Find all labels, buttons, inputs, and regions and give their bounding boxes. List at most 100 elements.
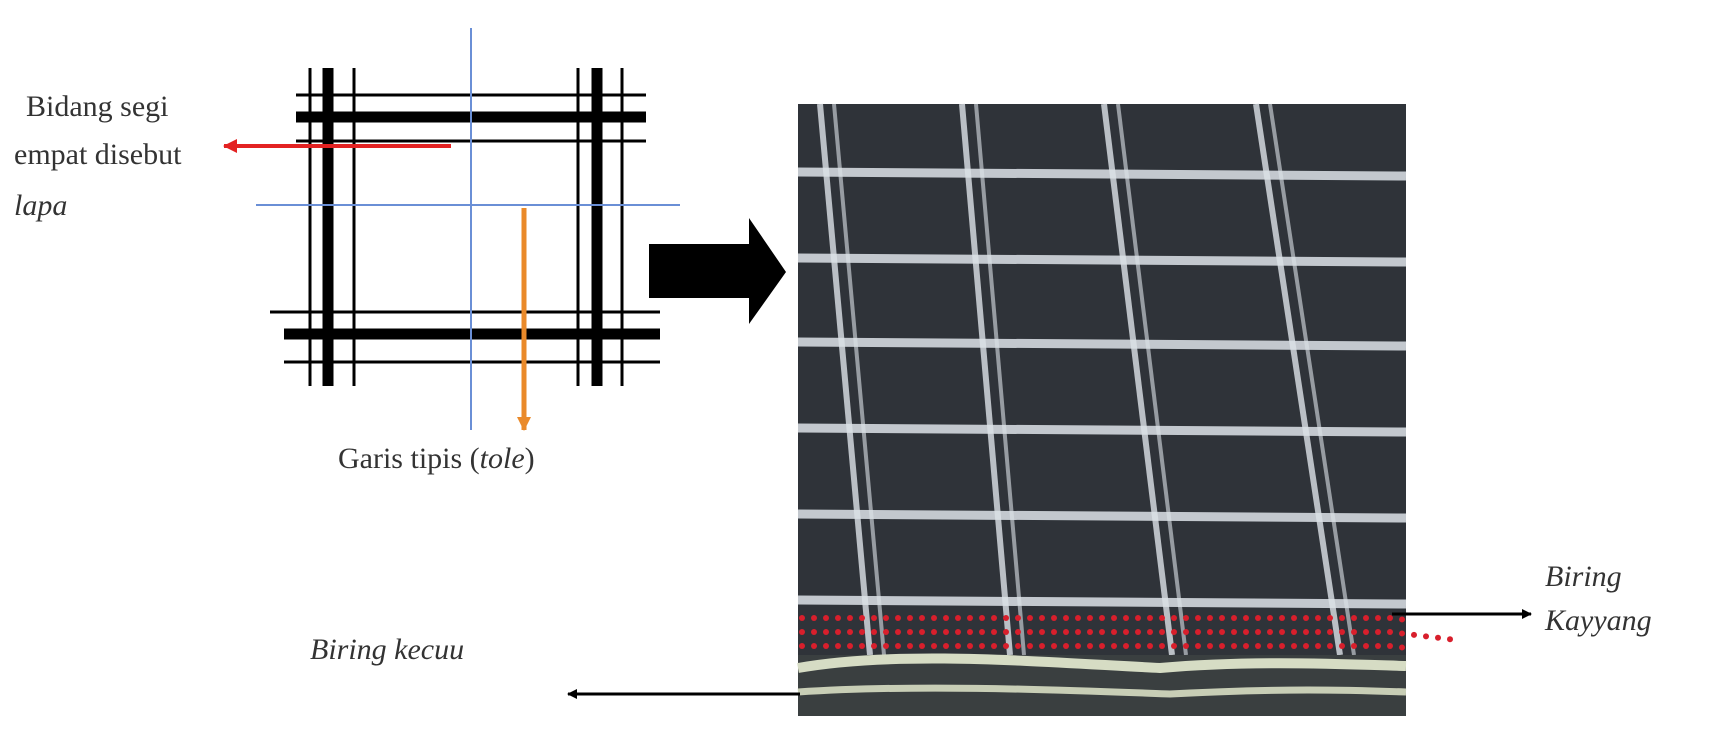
red-dot: [1387, 643, 1393, 649]
red-dot: [1087, 643, 1093, 649]
red-dot: [835, 643, 841, 649]
red-dot: [1015, 643, 1021, 649]
red-dot: [1327, 615, 1333, 621]
red-dot: [1339, 643, 1345, 649]
red-dot: [1243, 643, 1249, 649]
red-dot: [799, 615, 805, 621]
red-dot: [943, 615, 949, 621]
red-dot: [1255, 643, 1261, 649]
red-dot: [943, 643, 949, 649]
red-dot: [1267, 643, 1273, 649]
red-dot: [847, 615, 853, 621]
red-dot: [1111, 615, 1117, 621]
red-dot: [1423, 633, 1429, 639]
red-dot: [1147, 629, 1153, 635]
red-dot: [1075, 615, 1081, 621]
red-dot: [1027, 615, 1033, 621]
red-dot: [895, 643, 901, 649]
red-dot: [1351, 643, 1357, 649]
red-dot: [1231, 615, 1237, 621]
red-dot: [823, 643, 829, 649]
red-dot: [1339, 629, 1345, 635]
red-dot: [919, 629, 925, 635]
red-dot: [1231, 629, 1237, 635]
red-dot: [907, 629, 913, 635]
red-dot: [1411, 632, 1417, 638]
red-dot: [1207, 615, 1213, 621]
block-arrow-right: [649, 218, 786, 324]
red-dot: [1279, 629, 1285, 635]
red-dot: [967, 629, 973, 635]
red-dot: [859, 629, 865, 635]
red-dot: [1303, 615, 1309, 621]
red-dot: [847, 643, 853, 649]
red-dot: [1087, 615, 1093, 621]
red-dot: [1219, 629, 1225, 635]
red-dot: [1051, 643, 1057, 649]
fabric-stripe: [798, 342, 1406, 346]
red-dot: [1099, 629, 1105, 635]
red-dot: [1279, 643, 1285, 649]
schematic-grid: [256, 28, 680, 430]
red-dot: [1147, 615, 1153, 621]
red-dot: [883, 629, 889, 635]
red-dot: [1171, 629, 1177, 635]
red-dot: [883, 643, 889, 649]
fabric-stripe: [798, 428, 1406, 432]
red-dot: [799, 643, 805, 649]
red-dot: [919, 615, 925, 621]
red-dot: [1195, 615, 1201, 621]
red-dot: [871, 615, 877, 621]
red-dot: [1111, 643, 1117, 649]
red-dot: [1027, 643, 1033, 649]
red-dot: [1363, 615, 1369, 621]
red-dot: [1279, 615, 1285, 621]
red-dot: [1387, 629, 1393, 635]
red-dot: [811, 615, 817, 621]
tole-label-close: ): [525, 442, 535, 475]
red-dot: [1051, 629, 1057, 635]
red-dot: [1147, 643, 1153, 649]
biring-kayyang-marker-dots: [799, 615, 1453, 650]
red-dot: [835, 629, 841, 635]
red-dot: [1039, 615, 1045, 621]
red-dot: [871, 629, 877, 635]
red-dot: [931, 643, 937, 649]
biring-kayyang-label-line2: Kayyang: [1545, 603, 1652, 639]
red-dot: [883, 615, 889, 621]
red-dot: [1399, 644, 1405, 650]
red-dot: [1003, 643, 1009, 649]
red-dot: [835, 615, 841, 621]
red-dot: [967, 615, 973, 621]
red-dot: [1435, 635, 1441, 641]
red-dot: [907, 643, 913, 649]
red-dot: [955, 643, 961, 649]
red-dot: [1207, 643, 1213, 649]
red-dot: [955, 615, 961, 621]
red-dot: [1159, 615, 1165, 621]
red-dot: [991, 643, 997, 649]
fabric-stripe: [798, 600, 1406, 604]
red-dot: [1183, 629, 1189, 635]
red-dot: [1255, 629, 1261, 635]
red-dot: [1267, 629, 1273, 635]
red-dot: [823, 615, 829, 621]
red-dot: [859, 643, 865, 649]
red-dot: [931, 629, 937, 635]
red-dot: [1039, 643, 1045, 649]
red-dot: [859, 615, 865, 621]
red-dot: [979, 615, 985, 621]
red-dot: [919, 643, 925, 649]
red-dot: [1051, 615, 1057, 621]
red-dot: [1099, 643, 1105, 649]
red-dot: [1159, 643, 1165, 649]
red-dot: [1123, 643, 1129, 649]
red-dot: [895, 615, 901, 621]
lapa-term: lapa: [14, 188, 67, 224]
red-dot: [1183, 615, 1189, 621]
tole-term: tole: [480, 442, 525, 475]
red-dot: [1375, 615, 1381, 621]
red-dot: [967, 643, 973, 649]
red-dot: [1039, 629, 1045, 635]
red-dot: [1267, 615, 1273, 621]
